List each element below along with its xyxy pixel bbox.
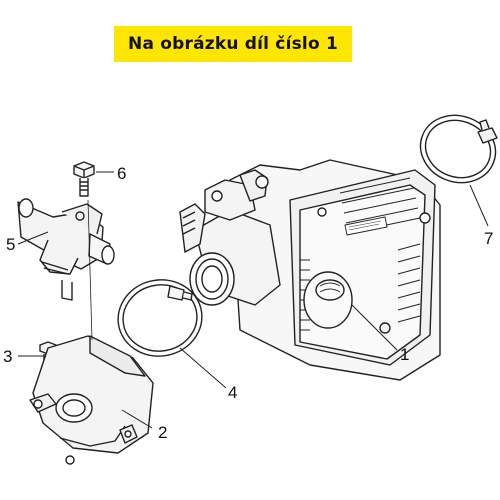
part-7-hose-clamp[interactable]	[411, 105, 500, 193]
part-2-intake-manifold[interactable]	[29, 335, 154, 465]
page-title-banner: Na obrázku díl číslo 1	[114, 26, 352, 62]
part-5-fuel-injector[interactable]	[17, 198, 115, 301]
callout-5: 5	[6, 235, 16, 254]
callout-3: 3	[3, 347, 13, 366]
callout-4: 4	[228, 383, 238, 402]
callout-2: 2	[158, 423, 168, 442]
callout-7: 7	[484, 229, 494, 248]
callout-1: 1	[400, 345, 410, 364]
page-title: Na obrázku díl číslo 1	[128, 34, 338, 54]
part-1-throttle-body[interactable]	[179, 159, 441, 381]
leader-lines	[17, 171, 489, 429]
part-6-screw[interactable]	[73, 161, 95, 197]
callout-6: 6	[117, 164, 127, 183]
sticker-graphic	[348, 220, 382, 231]
part-4-hose-clamp[interactable]	[112, 273, 208, 362]
